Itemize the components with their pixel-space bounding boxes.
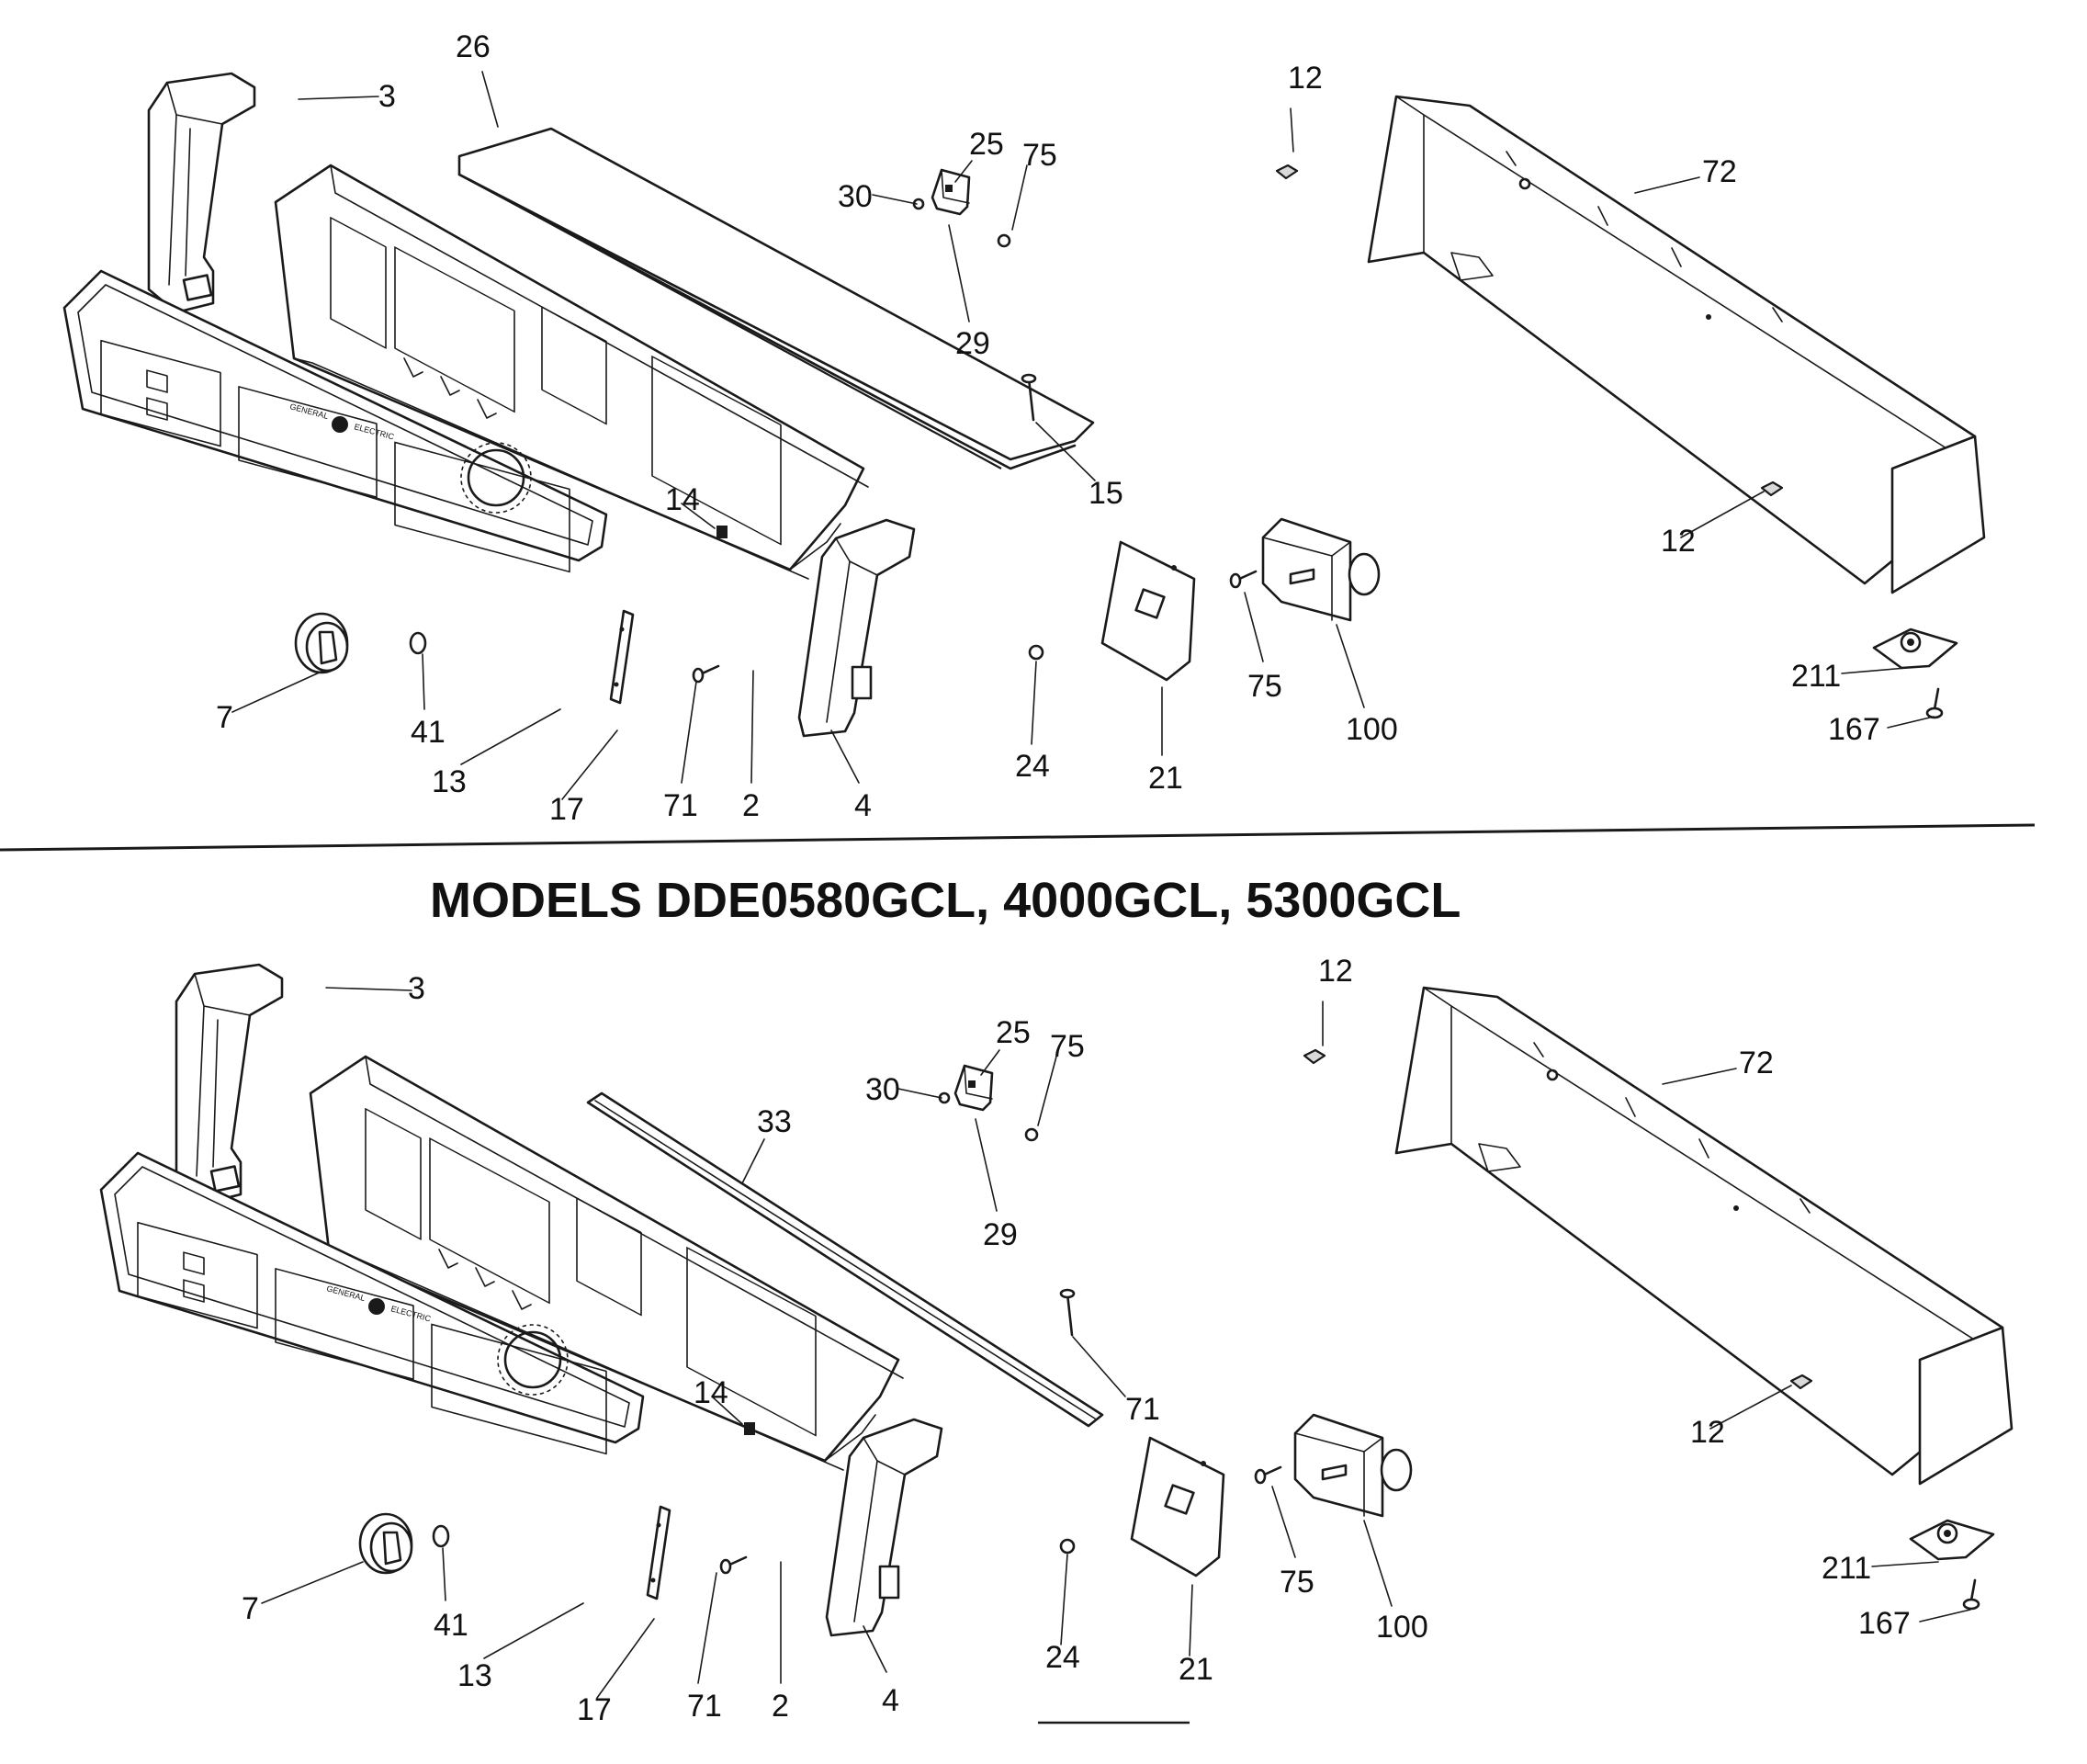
callout-24: 24: [1015, 749, 1050, 784]
screw-head-part: [1059, 1538, 1076, 1555]
timer-part: [1293, 1413, 1413, 1518]
callout-100: 100: [1346, 712, 1398, 747]
callout-72: 72: [1702, 154, 1737, 189]
end-cap-left-part: [175, 963, 284, 1205]
callout-labels: 3 25 75 30 29 12 72 33 14 71 12 211 167 …: [242, 954, 1911, 1727]
callout-14: 14: [665, 482, 700, 517]
callout-26: 26: [456, 29, 491, 64]
callout-21: 21: [1179, 1652, 1213, 1687]
trim-strip-part: [609, 609, 635, 705]
callout-3: 3: [408, 971, 425, 1006]
clip-14-part: [716, 526, 728, 538]
callout-15: 15: [1089, 476, 1123, 511]
knob-clip-part: [409, 631, 427, 655]
end-cap-left-part: [147, 72, 256, 314]
callout-167: 167: [1858, 1606, 1911, 1641]
callout-13: 13: [432, 764, 467, 799]
callout-75: 75: [1050, 1029, 1085, 1064]
circuit-board-part: [1100, 540, 1196, 682]
callout-14: 14: [694, 1375, 728, 1410]
callout-29: 29: [955, 326, 990, 361]
callout-12b: 12: [1661, 524, 1696, 559]
leader-lines: [261, 987, 1971, 1699]
callout-71: 71: [663, 788, 698, 823]
callout-41: 41: [434, 1608, 468, 1643]
callout-72: 72: [1739, 1046, 1774, 1080]
knob-part: [294, 612, 349, 674]
clip-part: [1275, 164, 1299, 180]
screw-head-part: [997, 233, 1011, 248]
screw-small-part: [719, 1555, 748, 1575]
rear-bracket-part: [1394, 986, 2014, 1486]
top-diagram: 3 26 25 75 30 29 12 72 14 15 12 211 167 …: [62, 29, 1986, 827]
callout-17: 17: [549, 792, 584, 827]
callout-17: 17: [577, 1692, 612, 1727]
clip-14-part: [744, 1422, 755, 1435]
callout-75b: 75: [1247, 669, 1282, 704]
switch-part: [953, 1064, 994, 1112]
foot-part: [1909, 1519, 1995, 1561]
callout-7: 7: [242, 1591, 259, 1626]
switch-part: [931, 168, 971, 216]
callout-71: 71: [1125, 1392, 1160, 1427]
knob-clip-part: [432, 1524, 450, 1548]
callout-12b: 12: [1690, 1415, 1725, 1450]
leader-lines: [231, 71, 1935, 800]
models-title: MODELS DDE0580GCL, 4000GCL, 5300GCL: [430, 873, 1461, 928]
callout-211: 211: [1791, 659, 1841, 694]
screw-head-part: [1024, 1127, 1039, 1142]
callout-25: 25: [996, 1015, 1031, 1050]
callout-12: 12: [1318, 954, 1353, 989]
callout-3: 3: [378, 79, 396, 114]
circuit-board-part: [1130, 1436, 1225, 1577]
callout-labels: 3 26 25 75 30 29 12 72 14 15 12 211 167 …: [216, 29, 1880, 827]
callout-211: 211: [1822, 1551, 1871, 1586]
callout-4: 4: [882, 1683, 899, 1718]
callout-21: 21: [1148, 761, 1183, 796]
callout-100: 100: [1376, 1610, 1428, 1645]
timer-part: [1261, 517, 1381, 622]
rear-bracket-part: [1367, 95, 1986, 594]
callout-167: 167: [1828, 712, 1880, 747]
bolt-part: [1962, 1578, 1980, 1611]
callout-7: 7: [216, 700, 233, 735]
callout-12: 12: [1288, 61, 1323, 96]
foot-part: [1872, 628, 1958, 670]
knob-part: [358, 1512, 413, 1575]
callout-13: 13: [457, 1658, 492, 1693]
callout-33: 33: [757, 1104, 792, 1139]
callout-24: 24: [1045, 1640, 1080, 1675]
screw-small-part: [692, 664, 720, 684]
end-cap-right-part: [825, 1418, 943, 1637]
callout-71b: 71: [687, 1689, 722, 1724]
screw-part: [1059, 1288, 1076, 1337]
bottom-diagram: 3 25 75 30 29 12 72 33 14 71 12 211 167 …: [99, 954, 2014, 1727]
screw-small-part: [1254, 1465, 1282, 1485]
trim-strip-part: [646, 1505, 671, 1600]
callout-25: 25: [969, 127, 1004, 162]
callout-4: 4: [854, 788, 872, 823]
bolt-part: [1925, 687, 1944, 719]
clip-part: [1303, 1048, 1326, 1065]
callout-30: 30: [865, 1072, 900, 1107]
callout-29: 29: [983, 1217, 1018, 1252]
callout-75b: 75: [1280, 1565, 1314, 1600]
callout-2: 2: [742, 788, 760, 823]
callout-75: 75: [1022, 138, 1057, 173]
screw-head-part: [1028, 644, 1044, 661]
end-cap-right-part: [797, 518, 916, 738]
callout-30: 30: [838, 179, 873, 214]
screw-small-part: [1229, 570, 1258, 589]
callout-2: 2: [772, 1689, 789, 1724]
callout-41: 41: [411, 715, 446, 750]
section-divider: [0, 823, 2036, 852]
